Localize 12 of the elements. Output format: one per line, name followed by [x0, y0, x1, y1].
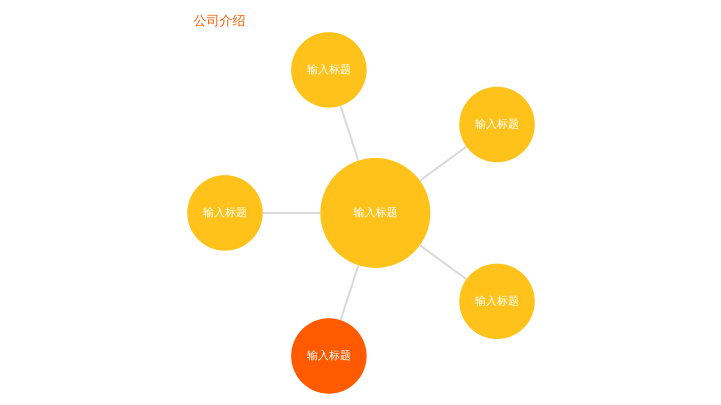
diagram-title: 公司介绍 — [192, 14, 245, 29]
node-circle: 输入标题 — [320, 158, 430, 268]
node-circle: 输入标题 — [290, 318, 366, 394]
connector — [339, 106, 359, 161]
connector — [418, 146, 467, 182]
node-circle: 输入标题 — [458, 264, 534, 340]
node-circle: 输入标题 — [290, 32, 366, 108]
connector — [418, 244, 467, 280]
node-circle: 输入标题 — [186, 175, 262, 251]
node-circle: 输入标题 — [458, 86, 534, 162]
connector — [262, 212, 320, 214]
connector — [339, 265, 359, 320]
